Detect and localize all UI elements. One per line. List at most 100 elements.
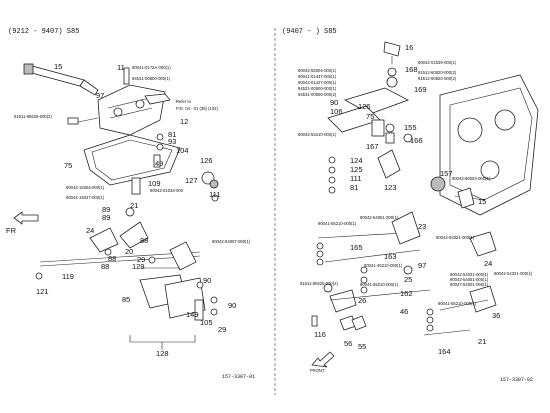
ref-number: 163 xyxy=(384,252,397,261)
ref-number: 126 xyxy=(200,156,213,165)
front-label: FRONT xyxy=(310,368,325,373)
ref-number: 124 xyxy=(350,156,363,165)
ref-number: 111 xyxy=(350,174,362,183)
ref-number: 24 xyxy=(86,226,95,235)
middle-right-parts xyxy=(328,149,486,209)
part-number: 94531-00600-000(1) xyxy=(298,86,337,91)
ref-number: 127 xyxy=(185,176,198,185)
ref-number: 55 xyxy=(358,342,367,351)
part-number: 90041-45210-000(1) xyxy=(364,263,403,268)
ref-number: 20 xyxy=(125,247,134,256)
part-number: 90042-54021-000(1) xyxy=(436,235,475,240)
ref-number: 165 xyxy=(350,243,363,252)
part-number: 90042-54051-000(1) xyxy=(450,277,489,282)
ref-number: 109 xyxy=(148,179,161,188)
ref-number: 97 xyxy=(96,91,105,100)
ref-number: 89 xyxy=(102,213,111,222)
ref-number: 90 xyxy=(228,301,237,310)
ref-number: 15 xyxy=(54,62,63,71)
arrow-left-icon xyxy=(13,211,39,225)
gasket-drawing xyxy=(83,134,181,186)
ref-number: 36 xyxy=(492,311,501,320)
ref-number: 97 xyxy=(418,261,427,270)
ref-number: 24 xyxy=(484,259,493,268)
ref-number: 128 xyxy=(156,349,169,358)
shift-housing-drawing xyxy=(67,67,171,136)
part-number: 90042-54007-000(1) xyxy=(212,239,251,244)
refer-note-line1: Refer to xyxy=(176,99,191,104)
ref-number: 26 xyxy=(358,296,367,305)
transfer-case-drawing xyxy=(439,74,539,216)
part-number: 90047-54001-000(1) xyxy=(450,282,489,287)
part-number: 90041-0172A-000(1) xyxy=(132,65,171,70)
part-number: 90042-55210-000(1) xyxy=(298,132,337,137)
ref-number: 46 xyxy=(400,307,409,316)
ref-number: 166 xyxy=(410,136,423,145)
part-number: 90042-01539-000(1) xyxy=(418,60,457,65)
part-number: 90042-01427-000(1) xyxy=(298,80,337,85)
part-number: 90041-55210-000(1) xyxy=(360,282,399,287)
ref-number: 90 xyxy=(330,98,339,107)
part-number: 90041-15047-000(1) xyxy=(66,195,105,200)
arrow-down-left-icon xyxy=(311,351,335,368)
shift-lever-drawing xyxy=(23,63,99,96)
part-number: 90042-01033-000 xyxy=(150,188,184,193)
ref-number: 149 xyxy=(186,310,199,319)
part-number: 90042-55004-000(1) xyxy=(298,68,337,73)
ref-number: 126 xyxy=(358,102,371,111)
part-number: 90042-15004-000(1) xyxy=(66,185,105,190)
ref-number: 88 xyxy=(101,262,110,271)
ref-number: 29 xyxy=(218,325,227,334)
part-number: 91611-60820-000(2) xyxy=(300,281,338,286)
ref-number: 16 xyxy=(405,43,414,52)
ref-number: 123 xyxy=(384,183,397,192)
small-parts-left xyxy=(131,133,219,202)
ref-number: 93 xyxy=(168,137,177,146)
ref-number: 11 xyxy=(117,63,125,72)
ref-number: 29 xyxy=(137,255,146,264)
left-footer: 157-3307-01 xyxy=(222,374,256,380)
ref-number: 164 xyxy=(438,347,451,356)
ref-number: 121 xyxy=(36,287,49,296)
part-number: 90041-55210-000(1) xyxy=(318,221,357,226)
lower-right-parts xyxy=(311,211,497,336)
ref-number: 106 xyxy=(330,107,343,116)
ref-number: 88 xyxy=(108,254,117,263)
ref-number: 12 xyxy=(180,117,189,126)
part-number: 91512-60820-000(2) xyxy=(418,70,457,75)
ref-number: 90 xyxy=(203,276,212,285)
upper-right-parts xyxy=(327,41,413,144)
part-number: 94531-00600-000(2) xyxy=(298,92,337,97)
part-number: 90042-54031-000(1) xyxy=(450,272,489,277)
ref-number: 75 xyxy=(366,112,375,121)
ref-number: 169 xyxy=(414,85,427,94)
ref-number: 89 xyxy=(102,205,111,214)
ref-number: 105 xyxy=(200,318,213,327)
fr-label: FR xyxy=(6,226,16,235)
part-number: 91512-60820-000(2) xyxy=(418,76,457,81)
ref-number: 81 xyxy=(350,183,359,192)
ref-number: 88 xyxy=(140,236,149,245)
right-footer: 157-3307-02 xyxy=(500,377,534,383)
ref-number: 23 xyxy=(418,222,427,231)
ref-number: 167 xyxy=(366,142,379,151)
ref-number: 104 xyxy=(176,146,189,155)
left-header: (9212 - 9407) S85 xyxy=(8,28,80,36)
part-number: 90041-01437-000(1) xyxy=(298,74,337,79)
part-number: 90042-54321-000(1) xyxy=(494,271,533,276)
ref-number: 111 xyxy=(209,190,221,199)
part-number: 90041-55210-000(1) xyxy=(438,301,477,306)
ref-number: 56 xyxy=(344,339,353,348)
ref-number: 81 xyxy=(168,130,177,139)
ref-number: 157 xyxy=(440,169,453,178)
ref-number: 21 xyxy=(478,337,487,346)
ref-number: 116 xyxy=(314,330,326,339)
ref-number: 168 xyxy=(405,65,418,74)
ref-number: 21 xyxy=(130,201,139,210)
part-number: 91611-60625-000(2) xyxy=(14,114,52,119)
ref-number: 85 xyxy=(122,295,131,304)
shift-fork-assembly xyxy=(35,207,218,321)
ref-number: 25 xyxy=(404,275,413,284)
